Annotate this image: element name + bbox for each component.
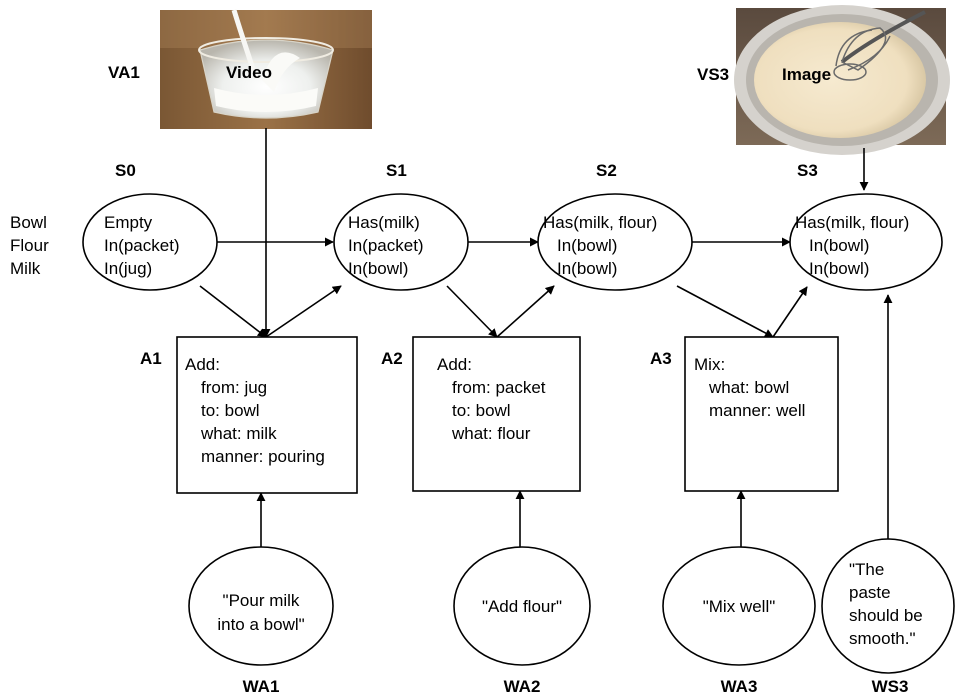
instruction-ellipse [188,546,334,666]
state-line: In(packet) [348,236,424,255]
action-line: from: jug [201,378,267,397]
action-a2: A2 Add: from: packet to: bowl what: flou… [381,336,581,492]
state-s3: S3 Has(milk, flour) In(bowl) In(bowl) [789,161,943,291]
state-line: In(bowl) [557,259,617,278]
state-line: Has(milk, flour) [795,213,909,232]
instruction-id: WA3 [721,677,758,696]
action-box [176,336,358,494]
state-id: S2 [596,161,617,180]
action-a1: A1 Add: from: jug to: bowl what: milk ma… [140,336,358,494]
state-line: Has(milk, flour) [543,213,657,232]
action-line: from: packet [452,378,546,397]
state-line: In(packet) [104,236,180,255]
state-ellipse [82,193,218,291]
instruction-line: "Mix well" [703,597,776,616]
instruction-wa3: "Mix well" WA3 [662,546,816,696]
vs3-caption: Image [782,65,831,84]
instruction-id: WS3 [872,677,909,696]
state-s0: S0 Empty In(packet) In(jug) [82,161,218,291]
state-line: In(bowl) [809,236,869,255]
edge-s2-to-a3 [676,285,774,338]
edge-a3-to-s3 [772,286,808,338]
action-line: what: bowl [708,378,789,397]
action-line: manner: well [709,401,805,420]
instruction-line: paste [849,583,891,602]
instruction-line: should be [849,606,923,625]
instruction-ws3: "The paste should be smooth." WS3 [821,538,955,696]
instruction-line: into a bowl" [217,615,304,634]
action-line: Add: [437,355,472,374]
action-line: to: bowl [201,401,260,420]
edges [199,128,893,547]
action-id: A2 [381,349,403,368]
edge-s1-to-a2 [446,285,498,338]
action-line: Mix: [694,355,725,374]
edge-a2-to-s2 [496,285,555,338]
state-line: In(bowl) [809,259,869,278]
state-s1: S1 Has(milk) In(packet) In(bowl) [333,161,469,291]
action-line: what: milk [200,424,277,443]
edge-a1-to-s1 [265,285,342,338]
instruction-wa2: "Add flour" WA2 [453,546,591,696]
edge-s0-to-a1 [199,285,267,338]
action-id: A3 [650,349,672,368]
instruction-line: smooth." [849,629,916,648]
action-a3: A3 Mix: what: bowl manner: well [650,336,839,492]
state-ellipse [537,193,693,291]
instruction-ellipse [821,538,955,674]
instruction-id: WA1 [243,677,280,696]
state-line: In(bowl) [348,259,408,278]
instruction-line: "The [849,560,884,579]
state-line: In(jug) [104,259,152,278]
action-line: to: bowl [452,401,511,420]
state-s2: S2 Has(milk, flour) In(bowl) In(bowl) [537,161,693,291]
object-item: Milk [10,259,41,278]
action-box [412,336,581,492]
action-id: A1 [140,349,162,368]
state-id: S3 [797,161,818,180]
action-box [684,336,839,492]
va1-caption: Video [226,63,272,82]
action-line: manner: pouring [201,447,325,466]
state-ellipse [333,193,469,291]
state-line: Has(milk) [348,213,420,232]
state-line: Empty [104,213,153,232]
instruction-ellipse [453,546,591,666]
instruction-ellipse [662,546,816,666]
state-ellipse [789,193,943,291]
va1-video-thumbnail [160,9,372,129]
object-item: Flour [10,236,49,255]
instruction-line: "Add flour" [482,597,562,616]
instruction-line: "Pour milk [223,591,300,610]
instruction-wa1: "Pour milk into a bowl" WA1 [188,546,334,696]
state-line: In(bowl) [557,236,617,255]
object-list: Bowl Flour Milk [10,213,49,278]
instruction-id: WA2 [504,677,541,696]
action-line: what: flour [451,424,531,443]
state-id: S0 [115,161,136,180]
action-line: Add: [185,355,220,374]
vs3-label: VS3 [697,65,729,84]
vs3-batter-image [734,5,950,155]
state-id: S1 [386,161,407,180]
object-item: Bowl [10,213,47,232]
va1-label: VA1 [108,63,140,82]
